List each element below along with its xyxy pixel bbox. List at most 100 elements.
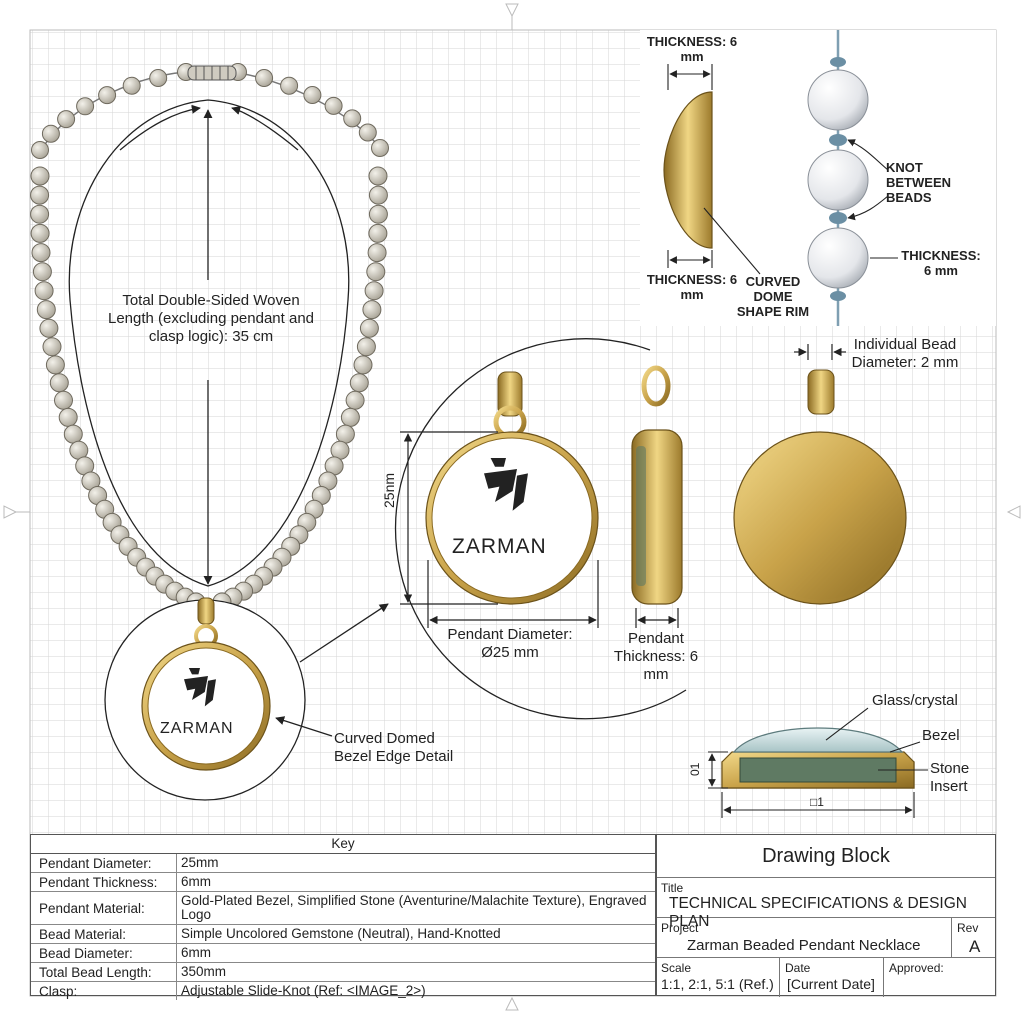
knots	[829, 57, 847, 301]
project-label: Project	[661, 921, 699, 935]
bead	[364, 281, 384, 301]
bead	[149, 69, 168, 87]
key-label: Pendant Material:	[31, 892, 177, 924]
bezel-label: Bezel	[922, 727, 960, 744]
bead	[371, 139, 389, 157]
pendant-thickness-label: Pendant Thickness: 6 mm	[613, 630, 699, 683]
bead	[39, 318, 59, 338]
length-outline	[68, 99, 350, 587]
bead	[30, 185, 50, 205]
key-table: Key Pendant Diameter: 25mm Pendant Thick…	[30, 834, 656, 1000]
bead	[255, 69, 274, 87]
approved-label: Approved:	[889, 961, 944, 975]
key-label: Bead Material:	[31, 925, 177, 943]
thickness-top-label: THICKNESS: 6 mm	[646, 34, 738, 64]
bead	[63, 424, 83, 444]
bead	[345, 390, 365, 410]
dome-rim-profile	[663, 91, 713, 249]
table-row: Pendant Diameter: 25mm	[31, 854, 655, 873]
individual-bead-label: Individual Bead Diameter: 2 mm	[851, 336, 959, 371]
bead	[343, 109, 362, 128]
bead	[41, 124, 60, 143]
bead	[30, 223, 50, 243]
title-block: Drawing Block Title TECHNICAL SPECIFICAT…	[656, 834, 996, 997]
pearl-bead-3	[807, 227, 869, 289]
key-label: Clasp:	[31, 982, 177, 1000]
bead	[368, 185, 388, 205]
pearl-bead-1	[807, 69, 869, 131]
bead	[45, 355, 65, 375]
table-row: Pendant Material: Gold-Plated Bezel, Sim…	[31, 892, 655, 925]
key-label: Pendant Thickness:	[31, 873, 177, 891]
key-value: 6mm	[181, 945, 211, 960]
bead	[49, 373, 69, 393]
bead	[367, 243, 387, 263]
key-label: Pendant Diameter:	[31, 854, 177, 872]
total-length-label: Total Double-Sided Woven Length (excludi…	[108, 292, 315, 345]
bead	[58, 407, 78, 427]
title-label: Title	[661, 881, 684, 895]
bead	[31, 243, 51, 263]
bead	[42, 337, 62, 357]
logo-text-large: ZARMAN	[452, 535, 547, 558]
key-value: Adjustable Slide-Knot (Ref: <IMAGE_2>)	[181, 983, 426, 998]
table-row: Pendant Thickness: 6mm	[31, 873, 655, 892]
glass-label: Glass/crystal	[872, 692, 958, 709]
knot-between-label: KNOT BETWEEN BEADS	[886, 160, 951, 205]
bead	[34, 281, 54, 301]
thickness-bottom-label: THICKNESS: 6 mm	[646, 272, 738, 302]
date-value: [Current Date]	[787, 976, 875, 992]
cross-section-height-label: 01	[688, 762, 702, 776]
logo-text-small: ZARMAN	[160, 720, 234, 737]
scale-label: Scale	[661, 961, 692, 975]
bead	[32, 262, 52, 282]
rev-label: Rev	[957, 921, 979, 935]
stone-insert-label: Stone Insert	[930, 760, 970, 795]
key-value: 350mm	[181, 964, 227, 979]
bead-strand-right	[212, 166, 388, 612]
key-label: Bead Diameter:	[31, 944, 177, 962]
bead	[324, 96, 343, 115]
bead	[359, 318, 379, 338]
bead-thickness-label: THICKNESS: 6 mm	[901, 248, 981, 278]
bead	[368, 204, 388, 224]
bead	[303, 86, 322, 104]
bead	[98, 86, 117, 105]
bead	[36, 300, 56, 320]
pendant-diameter-label: Pendant Diameter: Ø25 mm	[447, 626, 573, 661]
table-row: Clasp: Adjustable Slide-Knot (Ref: <IMAG…	[31, 982, 655, 1000]
bead	[368, 223, 388, 243]
bead	[31, 141, 49, 159]
key-label: Total Bead Length:	[31, 963, 177, 981]
bead	[30, 204, 50, 224]
bead	[335, 424, 355, 444]
bead	[349, 373, 369, 393]
bead-strand-left	[30, 166, 206, 612]
bead	[280, 76, 299, 95]
key-value: 25mm	[181, 855, 219, 870]
cross-section-width-label: □1	[810, 795, 824, 809]
rev-value: A	[969, 937, 981, 956]
bead	[356, 337, 376, 357]
table-row: Bead Diameter: 6mm	[31, 944, 655, 963]
dimension-25-label: 25nm	[381, 472, 397, 508]
project-value: Zarman Beaded Pendant Necklace	[687, 937, 921, 954]
bead	[30, 166, 50, 186]
title-value: TECHNICAL SPECIFICATIONS & DESIGN PLAN	[669, 895, 967, 930]
key-value: Simple Uncolored Gemstone (Neutral), Han…	[181, 926, 501, 941]
bead	[353, 355, 373, 375]
detail-callout-arc	[394, 338, 687, 720]
key-value: 6mm	[181, 874, 211, 889]
curved-bezel-label: Curved Domed Bezel Edge Detail	[334, 730, 454, 765]
bead	[76, 97, 95, 116]
bead	[54, 390, 73, 410]
bead	[368, 166, 388, 186]
drawing-block-heading: Drawing Block	[762, 845, 890, 867]
table-row: Total Bead Length: 350mm	[31, 963, 655, 982]
scale-value: 1:1, 2:1, 5:1 (Ref.)	[661, 976, 774, 992]
bead	[358, 123, 377, 142]
key-value: Gold-Plated Bezel, Simplified Stone (Ave…	[181, 893, 647, 922]
bead	[340, 407, 360, 427]
bead	[366, 262, 386, 282]
